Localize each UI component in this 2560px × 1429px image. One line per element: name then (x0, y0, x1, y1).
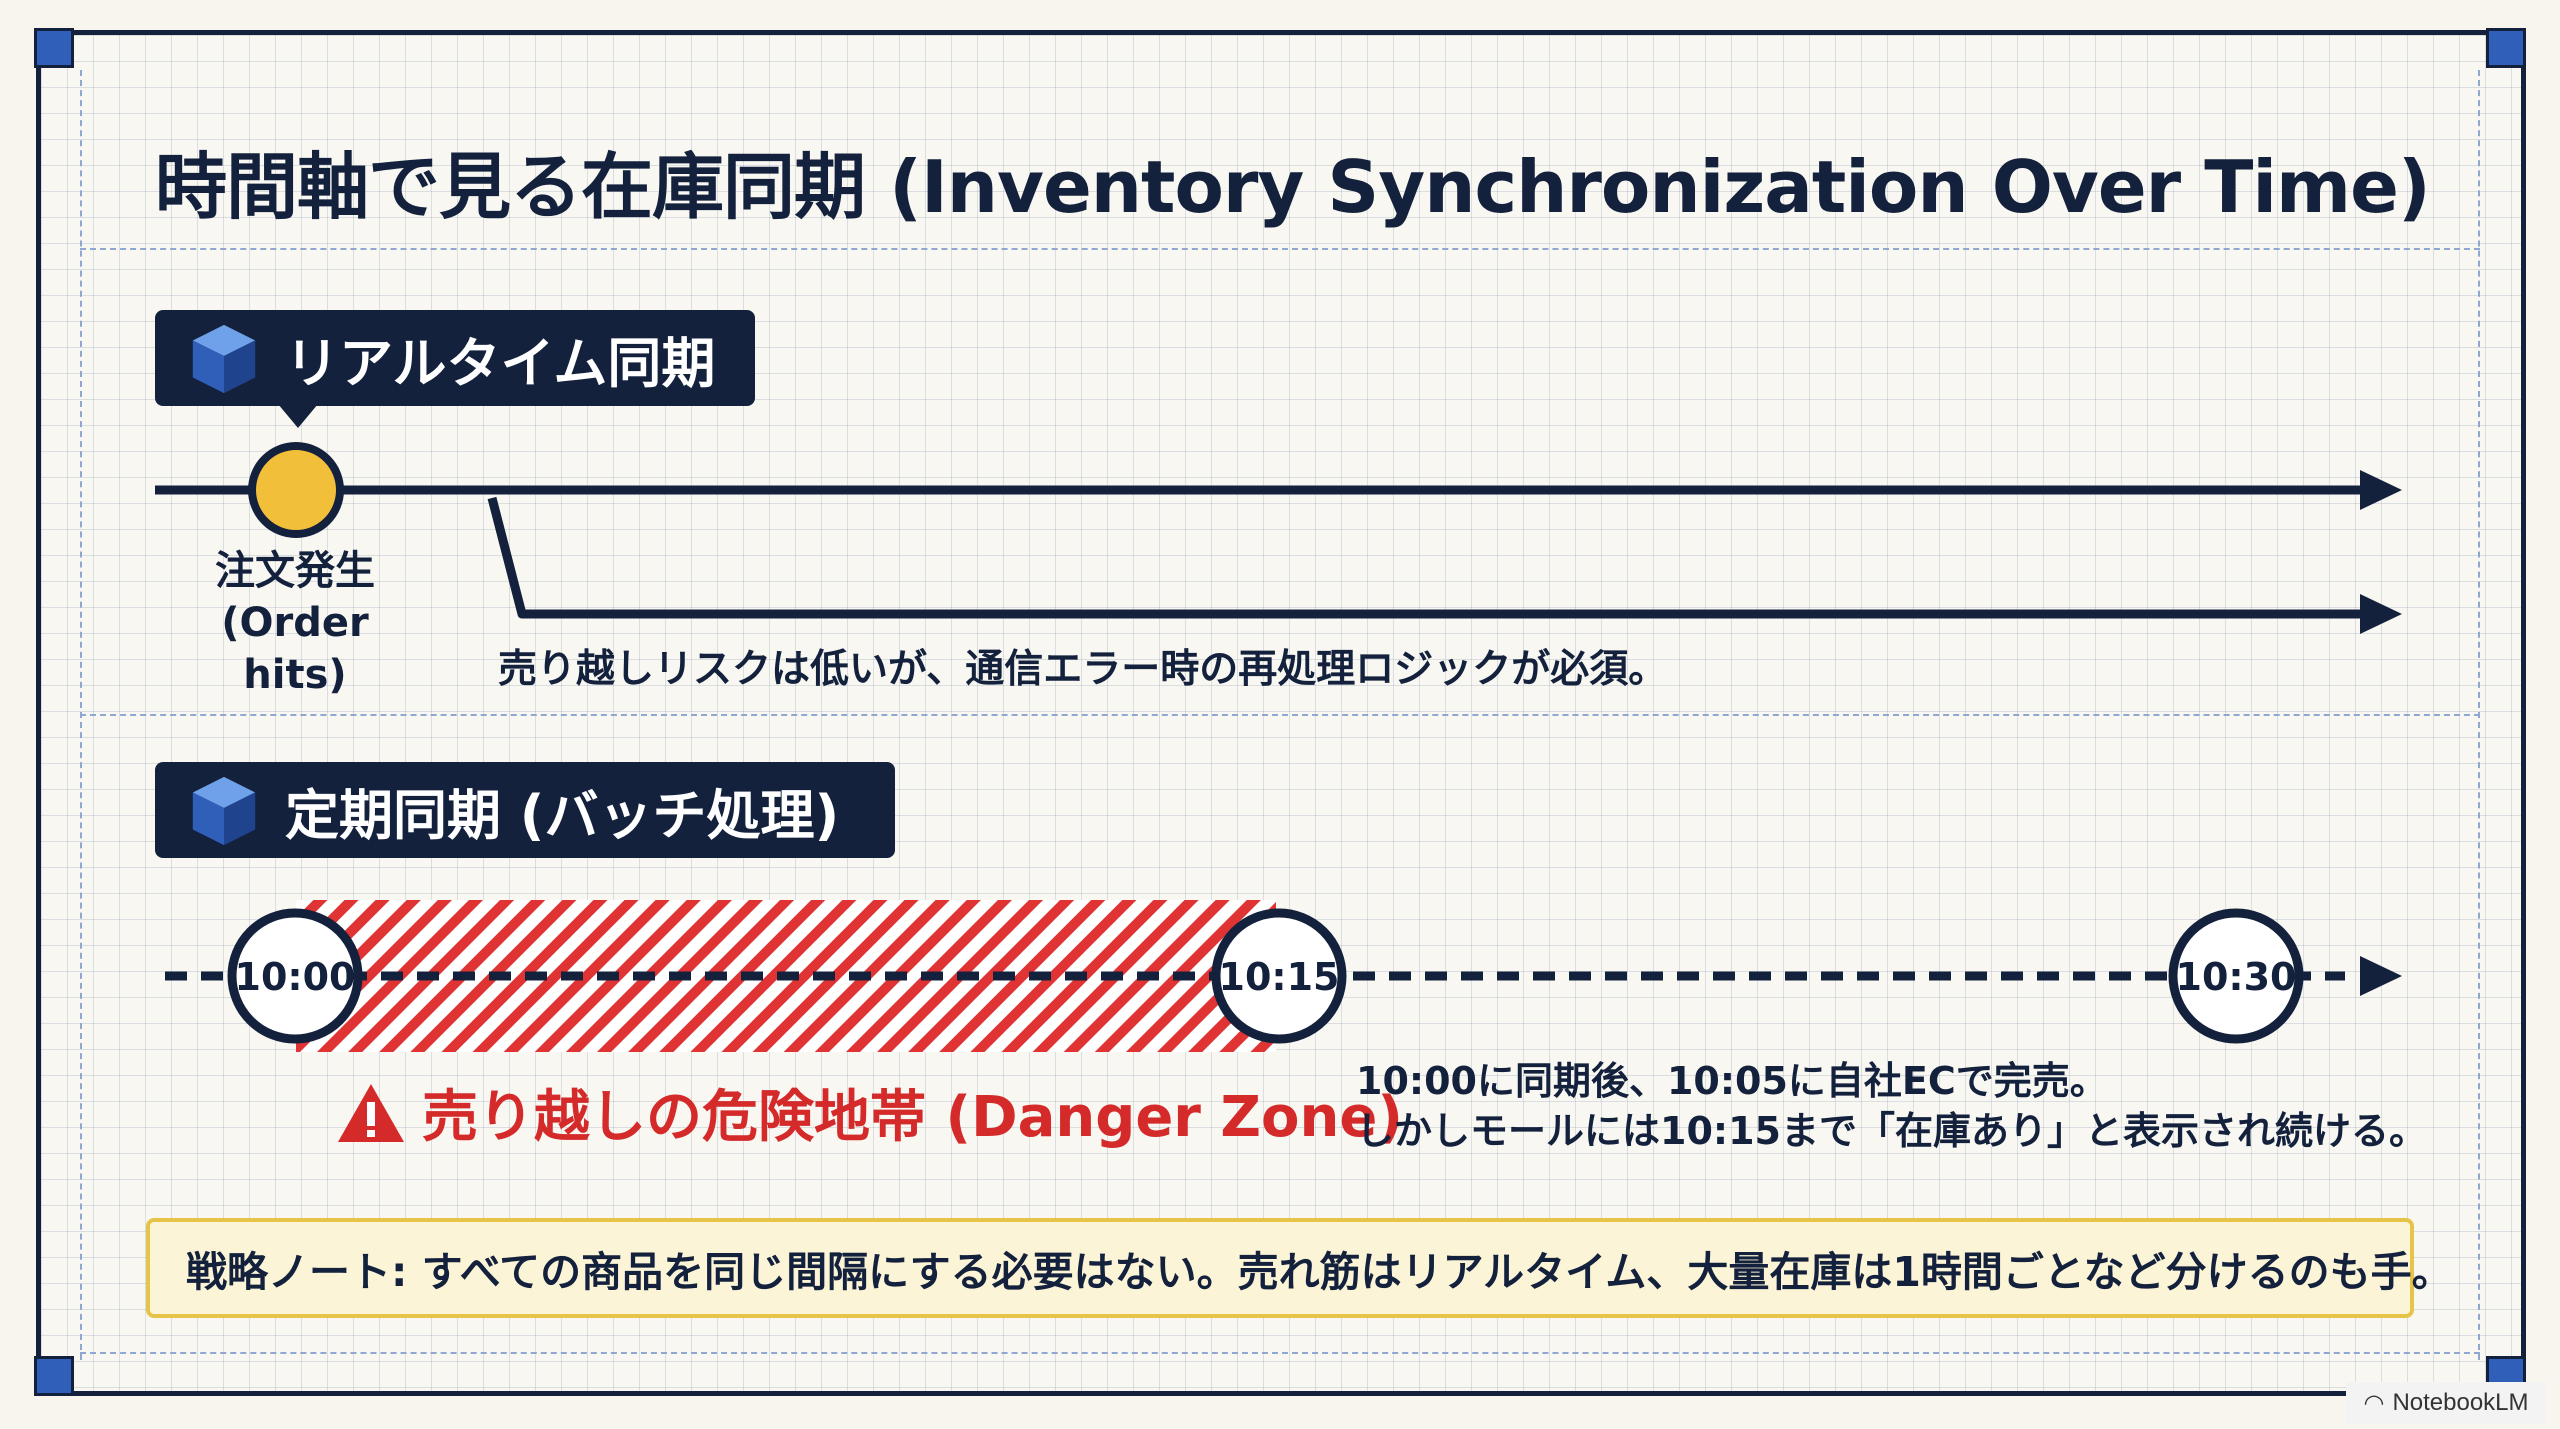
brand-text: NotebookLM (2392, 1389, 2529, 1416)
batch-caption-line-1: 10:00に同期後、10:05に自社ECで完売。 (1356, 1059, 2108, 1103)
cube-icon (192, 776, 256, 846)
guide-line (80, 714, 2480, 716)
time-label: 10:00 (234, 955, 356, 999)
time-label: 10:30 (2175, 955, 2297, 999)
corner-marker (34, 1356, 74, 1396)
guide-line (80, 70, 82, 1360)
batch-caption: 10:00に同期後、10:05に自社ECで完売。 しかしモールには10:15まで… (1356, 1056, 2427, 1156)
order-hits-jp: 注文発生 (215, 548, 375, 594)
realtime-sync-label: リアルタイム同期 (155, 310, 755, 406)
brand-watermark: ◠ NotebookLM (2346, 1382, 2546, 1424)
strategy-note-text: 戦略ノート: すべての商品を同じ間隔にする必要はない。売れ筋はリアルタイム、大量… (186, 1248, 2453, 1296)
corner-marker (2486, 28, 2526, 68)
arrowhead (2360, 956, 2402, 996)
realtime-sync-label-text: リアルタイム同期 (285, 331, 716, 395)
order-hits-en: (Order hits) (221, 600, 369, 698)
time-marker-1000 (227, 908, 363, 1044)
order-hits-label: 注文発生 (Order hits) (170, 545, 420, 701)
cube-icon (192, 324, 256, 394)
realtime-caption: 売り越しリスクは低いが、通信エラー時の再処理ロジックが必須。 (498, 647, 1668, 692)
batch-sync-label-text: 定期同期 (バッチ処理) (285, 783, 840, 847)
danger-zone-label: 売り越しの危険地帯 (Danger Zone) (336, 1072, 1403, 1153)
arrowhead (2360, 594, 2402, 634)
warning-icon (338, 1083, 404, 1142)
batch-caption-line-2: しかしモールには10:15まで「在庫あり」と表示され続ける。 (1356, 1109, 2427, 1153)
notebooklm-logo-icon: ◠ (2363, 1389, 2385, 1417)
guide-line (80, 248, 2480, 250)
danger-zone-text: 売り越しの危険地帯 (Danger Zone) (422, 1085, 1403, 1150)
time-label: 10:15 (1218, 955, 1340, 999)
guide-line (80, 1352, 2480, 1354)
label-pointer (278, 404, 318, 428)
batch-sync-label: 定期同期 (バッチ処理) (155, 762, 895, 858)
page-title: 時間軸で見る在庫同期 (Inventory Synchronization Ov… (155, 145, 2431, 229)
strategy-note: 戦略ノート: すべての商品を同じ間隔にする必要はない。売れ筋はリアルタイム、大量… (146, 1218, 2453, 1318)
order-event-dot (248, 442, 344, 538)
guide-line (2478, 70, 2480, 1360)
time-marker-1015 (1211, 908, 1347, 1044)
blueprint-frame (36, 30, 2526, 1396)
realtime-branch-line (487, 496, 2368, 619)
arrowhead (2360, 470, 2402, 510)
time-marker-1030 (2168, 908, 2304, 1044)
corner-marker (34, 28, 74, 68)
